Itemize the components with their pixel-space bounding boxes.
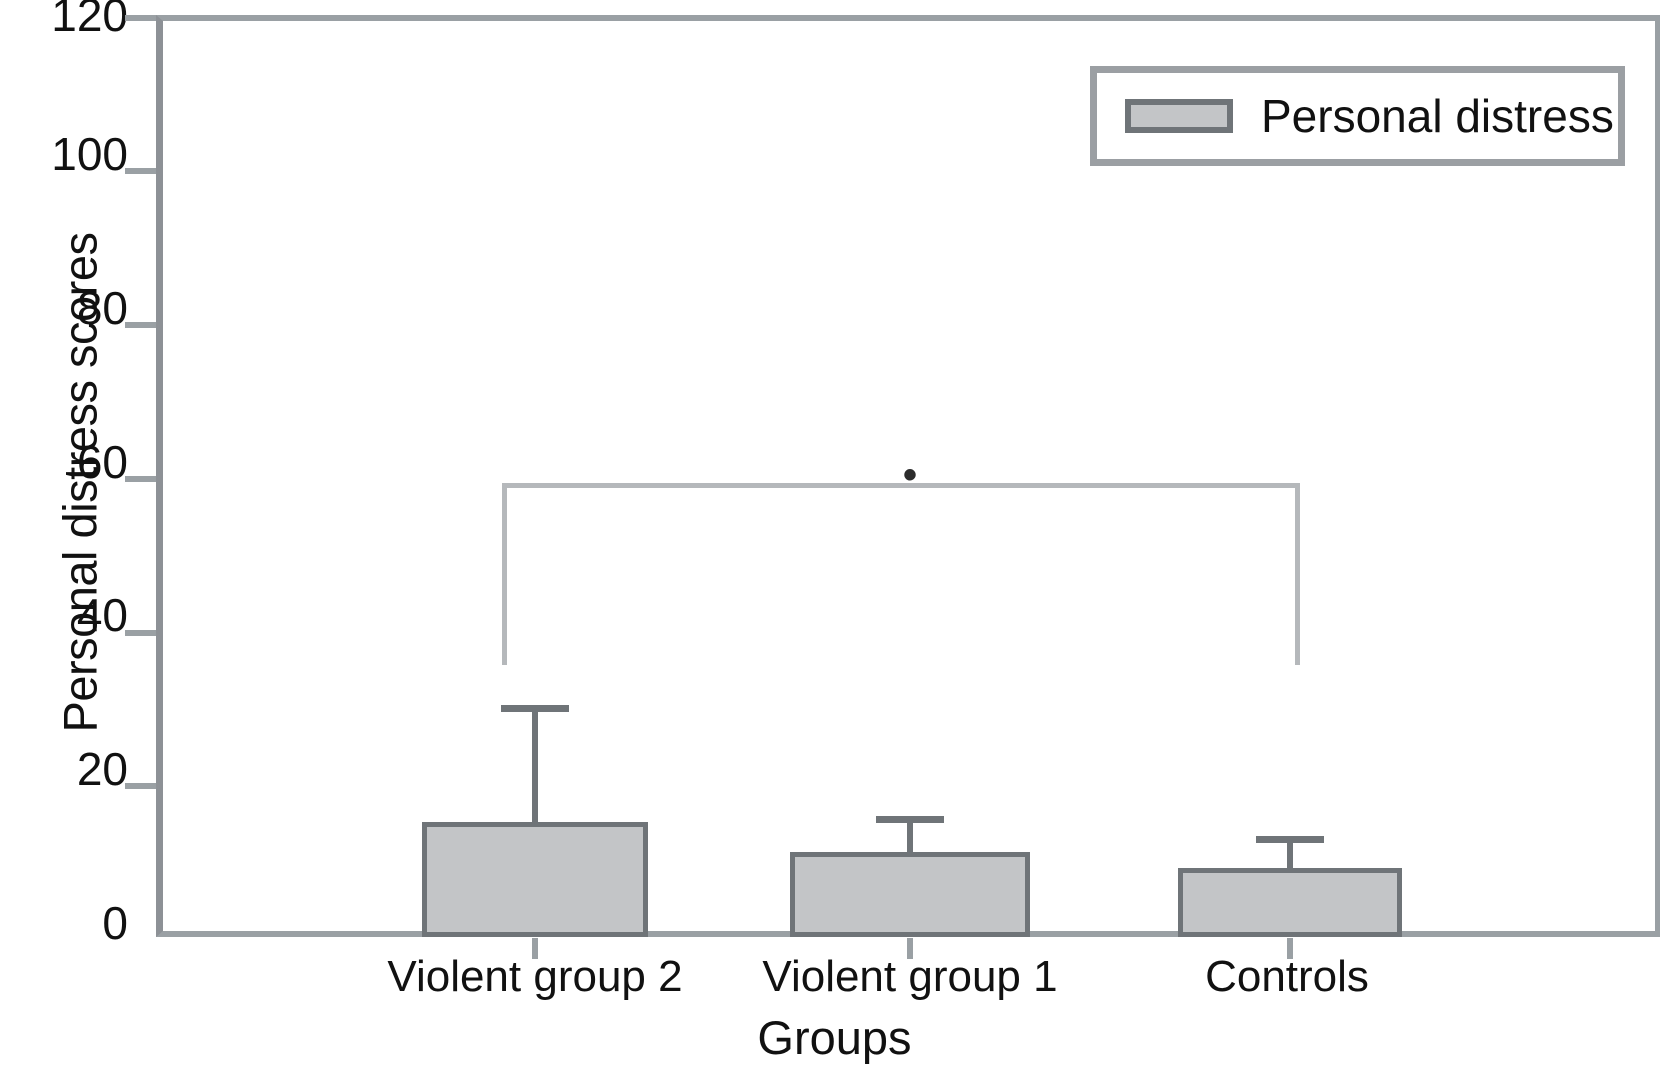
errorbar-cap-violent-group-1 xyxy=(876,816,944,823)
bar-controls xyxy=(1178,868,1402,937)
x-tick-label-violent-group-2: Violent group 2 xyxy=(387,952,683,1001)
x-axis-title: Groups xyxy=(757,1011,912,1064)
y-tick-label-100: 100 xyxy=(51,128,128,180)
x-tick-label-controls: Controls xyxy=(1205,952,1369,1001)
plot-area: • xyxy=(156,15,1660,937)
y-tick-label-120: 120 xyxy=(51,0,128,41)
y-tick-label-20: 20 xyxy=(76,743,128,795)
errorbar-stem-controls xyxy=(1287,838,1293,871)
bar-violent-group-2 xyxy=(422,822,648,937)
legend-label-personal-distress: Personal distress xyxy=(1261,90,1614,142)
y-tick-mark-120 xyxy=(125,15,156,21)
errorbar-cap-violent-group-2 xyxy=(501,705,569,712)
x-tick-mark-controls xyxy=(1287,938,1293,959)
errorbar-stem-violent-group-1 xyxy=(907,818,913,855)
bar-violent-group-1 xyxy=(790,852,1030,937)
x-tick-mark-violent-group-2 xyxy=(532,938,538,959)
y-tick-label-60: 60 xyxy=(76,436,128,488)
significance-marker: • xyxy=(903,453,918,497)
significance-bracket-leg-right xyxy=(1295,483,1300,665)
plot-frame xyxy=(156,15,1660,937)
y-tick-mark-80 xyxy=(125,322,156,328)
y-tick-mark-60 xyxy=(125,476,156,482)
y-axis-tick-labels: 120 100 80 60 40 20 0 xyxy=(0,0,128,960)
y-tick-label-80: 80 xyxy=(76,282,128,334)
errorbar-cap-controls xyxy=(1256,836,1324,843)
significance-bracket-line xyxy=(502,483,1300,488)
y-tick-mark-100 xyxy=(125,168,156,174)
legend: Personal distress xyxy=(1090,66,1625,166)
errorbar-stem-violent-group-2 xyxy=(532,707,538,825)
y-tick-mark-20 xyxy=(125,783,156,789)
y-tick-mark-40 xyxy=(125,630,156,636)
x-tick-mark-violent-group-1 xyxy=(907,938,913,959)
x-tick-label-violent-group-1: Violent group 1 xyxy=(762,952,1058,1001)
significance-bracket-leg-left xyxy=(502,483,507,665)
legend-swatch-personal-distress xyxy=(1125,99,1233,133)
y-tick-label-40: 40 xyxy=(76,589,128,641)
y-tick-label-0: 0 xyxy=(102,897,128,949)
